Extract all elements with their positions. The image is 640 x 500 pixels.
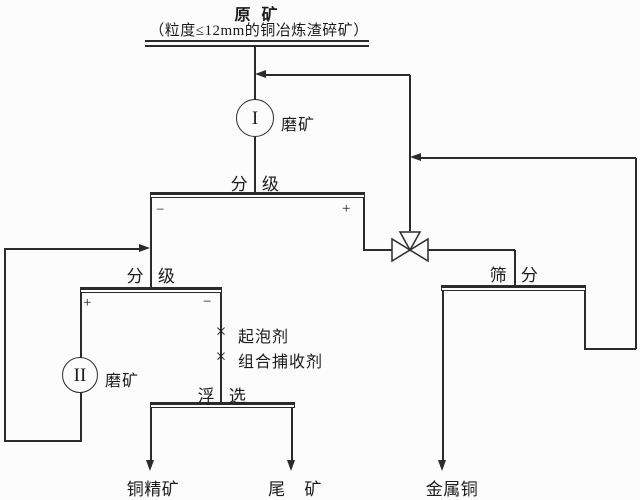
line-screen-oversize-drop [584, 291, 586, 349]
collector-label: 组合捕收剂 [238, 354, 324, 371]
arrow-down-concentrate-icon [146, 460, 154, 471]
line-tailings-out [291, 408, 293, 460]
reagent-cross-icon: × [215, 321, 227, 343]
line-metal-copper-out [442, 291, 444, 460]
line-valve-riser [409, 75, 411, 231]
line-grinding2-discharge [80, 392, 82, 441]
classification-2-label: 分 级 [126, 267, 176, 286]
line-screen-return [421, 157, 636, 159]
line-screen-feed [514, 250, 516, 287]
raw-ore-subtitle: （粒度≤12mm的铜冶炼渣碎矿） [149, 23, 369, 39]
arrow-left-into-feed-icon [255, 70, 266, 78]
flotation-label: 浮 选 [197, 387, 247, 406]
line-flotation-feed [220, 293, 222, 403]
line-screen-oversize-riser [635, 158, 637, 349]
arrow-right-into-classify2-icon [139, 244, 150, 252]
flotation-bar [150, 402, 295, 408]
screening-label: 筛 分 [489, 266, 539, 285]
grinding-2-label: 磨矿 [105, 373, 140, 390]
classify1-plus-sign: + [342, 201, 351, 217]
grinding-1-label: 磨矿 [281, 117, 316, 134]
arrow-left-into-riser-icon [410, 153, 421, 161]
grinding-1-unit: I [236, 99, 274, 137]
frother-label: 起泡剂 [238, 329, 290, 346]
line-classify2-plus-out [80, 292, 82, 358]
grinding-1-numeral: I [251, 107, 259, 129]
classification-1-label: 分 级 [230, 175, 280, 194]
line-raw-ore-feed [254, 47, 256, 102]
line-grinding1-discharge [254, 137, 256, 194]
classification1-bar [150, 192, 365, 198]
classify2-minus-sign: − [203, 294, 212, 310]
line-regrind-loop-bottom [4, 440, 82, 442]
classify2-plus-sign: + [83, 295, 92, 311]
line-concentrate-out [150, 408, 152, 460]
arrow-down-tailings-icon [287, 460, 295, 471]
grinding-2-numeral: II [73, 364, 87, 386]
classification2-bar [80, 287, 222, 293]
reagent-cross-icon: × [215, 346, 227, 368]
three-way-valve-icon [391, 231, 429, 263]
metal-copper-label: 金属铜 [423, 475, 482, 500]
line-classify1-minus-out [150, 198, 152, 289]
screening-bar [441, 285, 586, 291]
tailings-label: 尾 矿 [265, 475, 325, 500]
line-screen-oversize-elbow [584, 348, 636, 350]
arrow-down-metal-copper-icon [438, 460, 446, 471]
raw-ore-double-rule [145, 40, 369, 47]
line-valve-to-screen [428, 249, 515, 251]
line-regrind-loop-left [4, 248, 6, 441]
grinding-2-unit: II [62, 357, 98, 393]
line-regrind-loop-top [4, 248, 139, 250]
line-classify1-plus-out [363, 198, 365, 251]
line-plus-to-valve [363, 249, 392, 251]
classify1-minus-sign: − [156, 202, 165, 218]
line-top-recycle [266, 74, 410, 76]
copper-concentrate-label: 铜精矿 [124, 475, 183, 500]
raw-ore-title: 原 矿 [234, 7, 278, 24]
